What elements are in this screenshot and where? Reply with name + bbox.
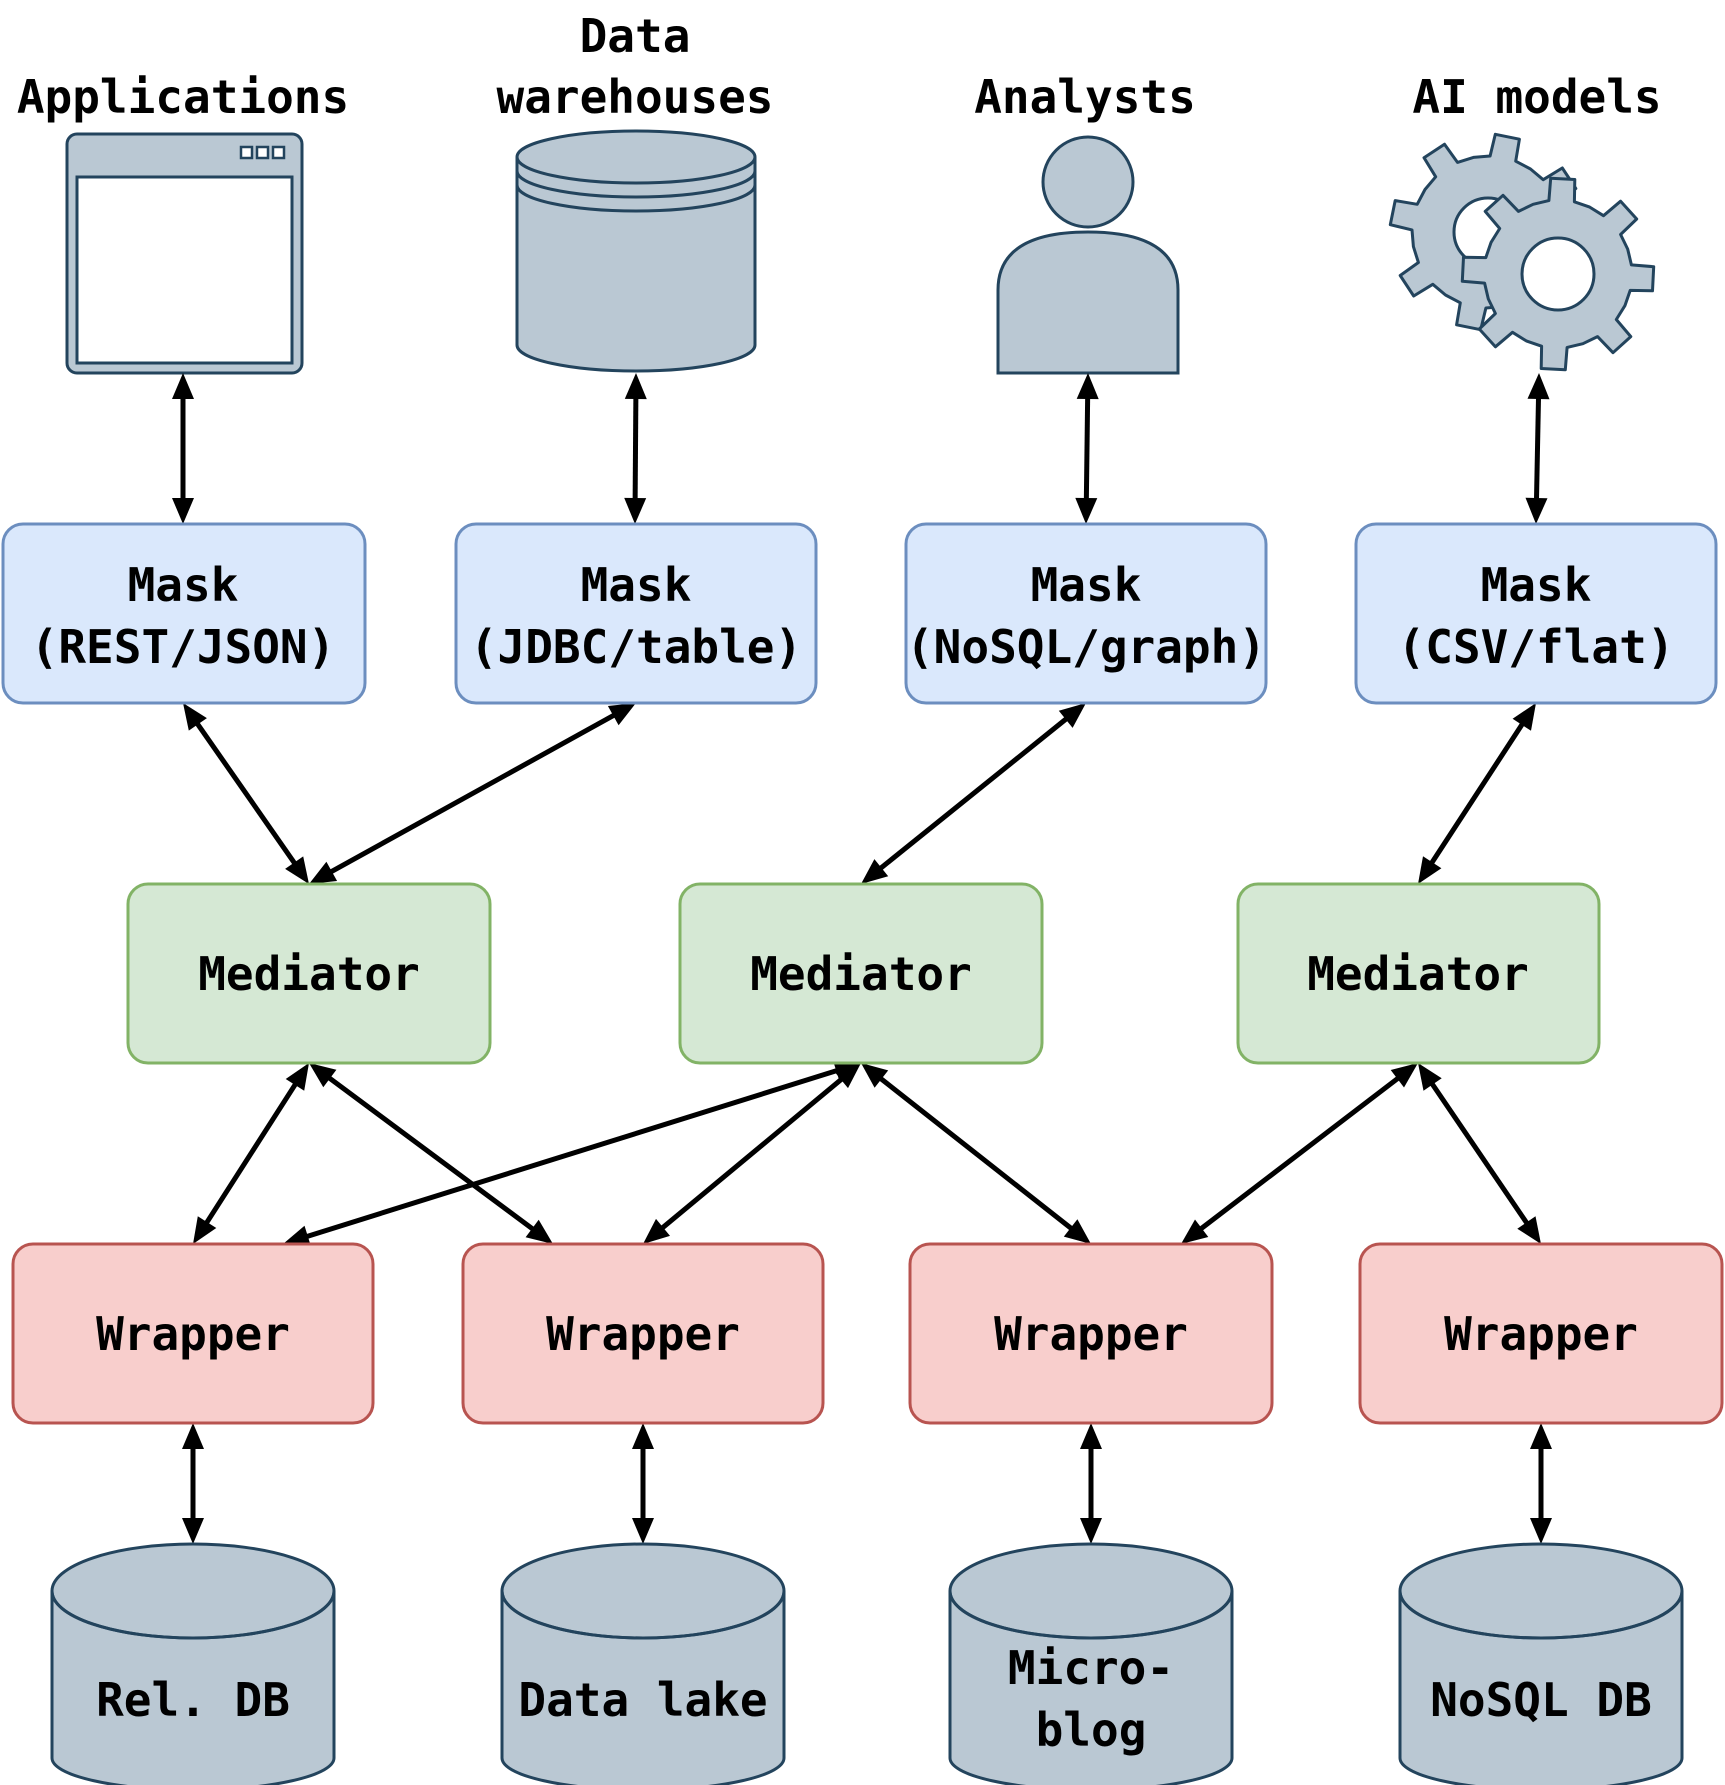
connector-line	[323, 1072, 539, 1235]
mask-label-line1: Mask	[1031, 558, 1142, 612]
arrowhead-start	[172, 373, 194, 399]
arrowhead-end	[1418, 856, 1442, 884]
wrapper-label: Wrapper	[1444, 1307, 1638, 1361]
connector-line	[875, 713, 1072, 874]
mediator-label: Mediator	[1307, 947, 1529, 1001]
mask-label-line2: (REST/JSON)	[31, 620, 336, 674]
window-icon	[65, 132, 304, 375]
arrowhead-start	[183, 703, 207, 731]
arrowhead-start	[1530, 1423, 1552, 1449]
consumer-label-data-warehouses-line2: warehouses	[497, 70, 774, 124]
arrowhead-start	[1390, 1063, 1418, 1088]
arrowhead-end	[1525, 497, 1548, 524]
connector-line	[1195, 1073, 1404, 1234]
arrowhead-start	[1076, 373, 1099, 400]
arrowhead-start	[182, 1423, 204, 1449]
mask-label-line1: Mask	[581, 558, 692, 612]
person-icon	[996, 135, 1180, 375]
mask-box: Mask (JDBC/table)	[454, 522, 818, 705]
warehouse-cylinder-icon	[515, 129, 757, 373]
source-label-line1: Micro-	[1008, 1641, 1174, 1695]
arrowhead-start	[1080, 1423, 1102, 1449]
wrapper-label: Wrapper	[96, 1307, 290, 1361]
mask-box: Mask (CSV/flat)	[1354, 522, 1718, 705]
arrowhead-end	[632, 1518, 654, 1544]
mediator-label: Mediator	[198, 947, 420, 1001]
arrowhead-end	[182, 1518, 204, 1544]
connector-line	[875, 1073, 1077, 1234]
connector-line	[301, 1066, 843, 1241]
arrowhead-start	[607, 703, 636, 726]
mask-label-line2: (JDBC/table)	[470, 620, 802, 674]
source-cylinder-rel-db: Rel. DB	[50, 1542, 336, 1785]
source-cylinder-nosql-db: NoSQL DB	[1398, 1542, 1684, 1785]
mask-label-line1: Mask	[1481, 558, 1592, 612]
wrapper-label: Wrapper	[994, 1307, 1188, 1361]
wrapper-box: Wrapper	[461, 1242, 825, 1425]
arrowhead-end	[1517, 1216, 1541, 1244]
consumer-label-ai-models: AI models	[1412, 70, 1661, 124]
arrowhead-start	[632, 1423, 654, 1449]
arrowhead-start	[1418, 1063, 1442, 1091]
source-cylinder-microblog: Micro- blog	[948, 1542, 1234, 1785]
wrapper-box: Wrapper	[1358, 1242, 1724, 1425]
arrowhead-end	[1181, 1219, 1209, 1244]
connector-line	[1426, 718, 1528, 869]
wrapper-box: Wrapper	[11, 1242, 375, 1425]
arrowhead-end	[525, 1219, 553, 1244]
arrowhead-end	[861, 859, 889, 884]
wrapper-box: Wrapper	[908, 1242, 1274, 1425]
source-label: Data lake	[518, 1673, 767, 1727]
consumer-label-analysts: Analysts	[974, 70, 1196, 124]
arrowhead-start	[285, 1063, 309, 1091]
connector-line	[325, 710, 620, 877]
arrowhead-end	[1063, 1219, 1091, 1244]
arrowhead-end	[1075, 497, 1098, 524]
arrowhead-start	[1512, 703, 1536, 731]
consumer-label-data-warehouses-line1: Data	[580, 9, 691, 63]
arrowhead-end	[624, 497, 647, 524]
connector-line	[1427, 1078, 1532, 1229]
arrowhead-end	[285, 856, 309, 884]
source-cylinder-data-lake: Data lake	[500, 1542, 786, 1785]
arrowhead-end	[1080, 1518, 1102, 1544]
source-label: Rel. DB	[96, 1673, 290, 1727]
gears-icon	[1388, 132, 1656, 372]
mediator-label: Mediator	[750, 947, 972, 1001]
arrowhead-start	[861, 1063, 889, 1088]
connector-arrows	[172, 373, 1552, 1544]
mask-label-line2: (NoSQL/graph)	[906, 620, 1266, 674]
mask-box: Mask (REST/JSON)	[1, 522, 367, 705]
connector-line	[1533, 392, 1542, 505]
source-label-line2: blog	[1036, 1703, 1147, 1757]
arrowhead-start	[309, 1063, 337, 1088]
arrowhead-end	[643, 1218, 670, 1244]
arrowhead-end	[172, 498, 194, 524]
mediator-box: Mediator	[1236, 882, 1601, 1065]
arrowhead-end	[193, 1216, 217, 1244]
arrowhead-start	[1058, 703, 1086, 728]
connector-line	[201, 1078, 301, 1229]
arrowhead-start	[1527, 373, 1550, 400]
mediator-box: Mediator	[678, 882, 1044, 1065]
arrowhead-end	[283, 1225, 312, 1247]
mask-box: Mask (NoSQL/graph)	[904, 522, 1268, 705]
connector-line	[1083, 392, 1091, 505]
connector-line	[192, 717, 300, 870]
source-label: NoSQL DB	[1430, 1673, 1652, 1727]
wrapper-label: Wrapper	[546, 1307, 740, 1361]
arrowhead-start	[834, 1063, 861, 1089]
arrowhead-end	[309, 861, 338, 884]
front-gear-icon-hole	[1520, 236, 1596, 312]
mediator-box: Mediator	[126, 882, 492, 1065]
consumer-label-applications: Applications	[17, 70, 349, 124]
mask-label-line2: (CSV/flat)	[1398, 620, 1675, 674]
mask-label-line1: Mask	[128, 558, 239, 612]
arrowhead-end	[1530, 1518, 1552, 1544]
arrowhead-start	[624, 373, 647, 400]
connector-line	[656, 1073, 848, 1234]
connector-line	[632, 392, 639, 505]
